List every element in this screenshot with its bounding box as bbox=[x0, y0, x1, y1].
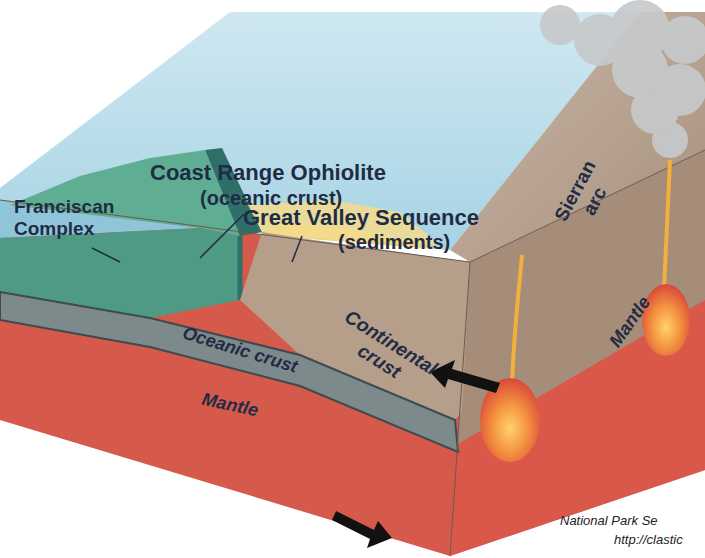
arc-label: Sierran arc bbox=[546, 150, 623, 243]
block-edge bbox=[450, 262, 470, 556]
credit-note: National Park Se bbox=[560, 514, 658, 529]
magma-dike bbox=[664, 160, 670, 290]
credit-url: http://clastic bbox=[614, 533, 683, 548]
block-edge bbox=[0, 150, 705, 262]
magma-dike bbox=[512, 255, 522, 385]
formation-label: Great Valley Sequence bbox=[243, 205, 479, 230]
layer-label: Mantle bbox=[605, 293, 655, 352]
motion-arrow bbox=[332, 511, 392, 548]
oceanic-slab bbox=[0, 292, 458, 452]
mantle-front bbox=[0, 200, 470, 556]
plume-puff bbox=[661, 16, 705, 64]
leader-line bbox=[200, 214, 244, 258]
formation-label: Franciscan Complex bbox=[14, 196, 126, 240]
layer-label: Mantle bbox=[200, 389, 260, 421]
leader-line bbox=[292, 236, 302, 262]
formation-label: Coast Range Ophiolite bbox=[150, 160, 386, 185]
plume-puff bbox=[610, 0, 670, 60]
layer-label: Oceanic crust bbox=[180, 323, 300, 378]
magma-chamber bbox=[642, 284, 690, 356]
volcanic-plume bbox=[540, 0, 705, 158]
continental-crust-face bbox=[450, 150, 705, 556]
leader-line bbox=[92, 248, 120, 262]
layer-label: Continental crust bbox=[323, 302, 446, 402]
ophiolite-boundary bbox=[238, 236, 243, 300]
plume-puff bbox=[540, 5, 580, 45]
formation-note: (sediments) bbox=[338, 231, 450, 254]
